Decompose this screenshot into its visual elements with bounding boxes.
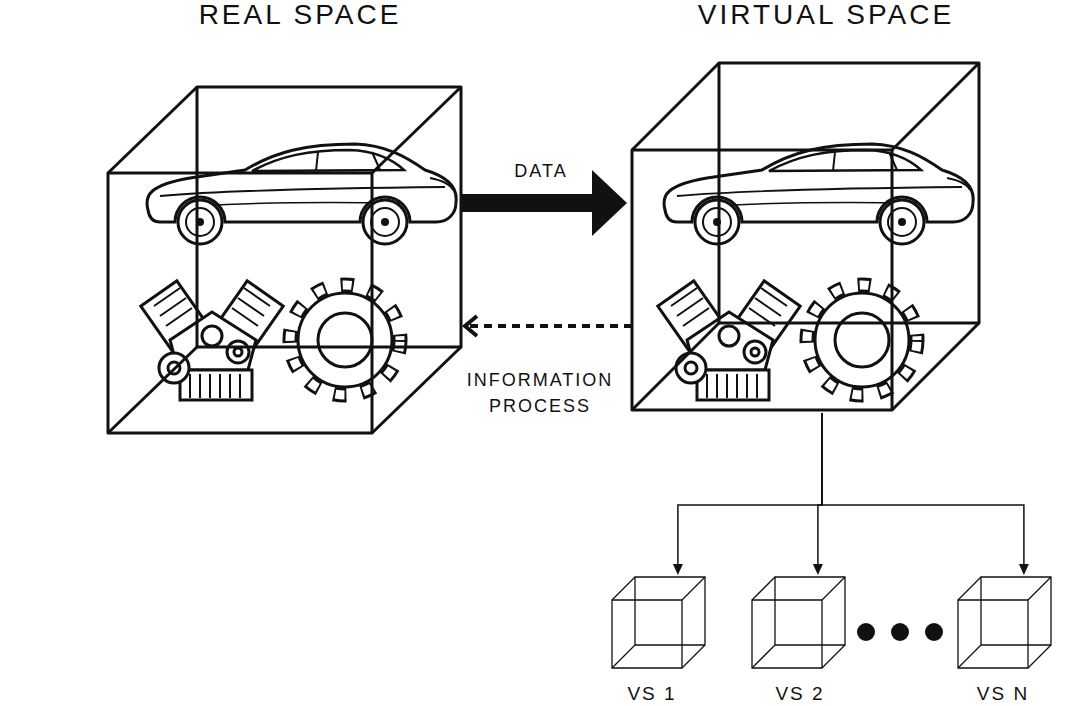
gear-illustration — [290, 285, 400, 395]
gear-illustration — [807, 285, 917, 395]
cube-outline — [750, 575, 847, 706]
sub-space-cube: VS N — [956, 575, 1053, 706]
cube-outline — [610, 575, 707, 706]
connector-label: INFORMATION PROCESS — [445, 367, 635, 419]
space-heading: REAL SPACE — [199, 1, 402, 29]
space-cube: REAL SPACE — [106, 0, 461, 436]
space-heading: VIRTUAL SPACE — [698, 1, 954, 29]
connector-label: DATA — [514, 158, 567, 184]
car-illustration — [147, 144, 456, 244]
engine-illustration — [141, 281, 283, 400]
cube-outline — [956, 575, 1053, 706]
connector-arrow — [673, 413, 822, 575]
connector-arrow — [822, 413, 1029, 575]
connector-arrow — [461, 170, 627, 236]
sub-space-cube: VS 2 — [750, 575, 847, 706]
cube-outline — [106, 0, 461, 436]
cube-outline — [630, 0, 982, 413]
connector-arrow — [465, 316, 632, 336]
sub-space-cube: VS 1 — [610, 575, 707, 706]
ellipsis-dots — [857, 623, 943, 641]
engine-illustration — [658, 281, 800, 400]
sub-space-label: VS N — [977, 684, 1029, 703]
car-illustration — [664, 144, 973, 244]
sub-space-label: VS 2 — [775, 684, 824, 703]
space-cube: VIRTUAL SPACE — [630, 0, 982, 413]
sub-space-label: VS 1 — [627, 684, 676, 703]
